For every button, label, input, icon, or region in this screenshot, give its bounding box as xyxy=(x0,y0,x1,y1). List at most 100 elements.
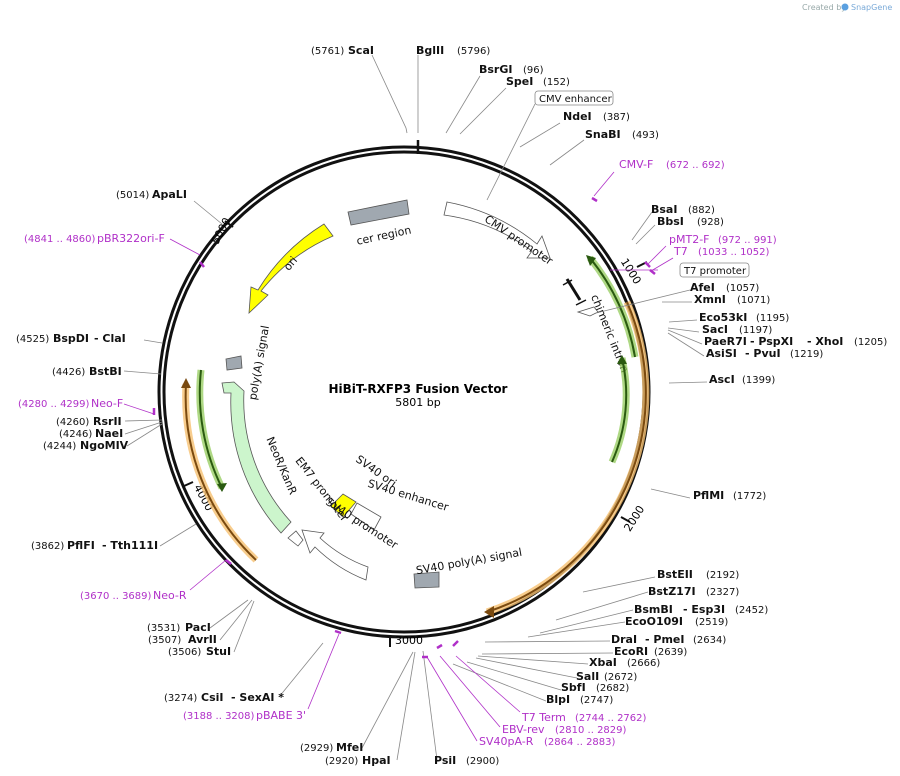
sv40-polya-feature[interactable] xyxy=(413,571,440,589)
xmnI-name[interactable]: XmnI xyxy=(694,293,726,306)
cds-orange-right[interactable] xyxy=(486,301,647,613)
tth111I-name[interactable]: - Tth111I xyxy=(102,539,158,552)
bsaI-name[interactable]: BsaI xyxy=(651,203,677,216)
bsmBI-name[interactable]: BsmBI xyxy=(634,603,673,616)
eco53kI-name[interactable]: Eco53kI xyxy=(699,311,747,324)
cds-orange-right-head xyxy=(484,606,494,618)
pvuI-name[interactable]: - PvuI xyxy=(745,347,781,360)
sbfI-pos: (2682) xyxy=(596,683,629,694)
polya-signal-feature[interactable] xyxy=(225,355,243,371)
afeI-name[interactable]: AfeI xyxy=(690,281,715,294)
pmt2f-primer-name[interactable]: pMT2-F xyxy=(669,233,710,246)
chimeric-intron-bar xyxy=(565,278,582,301)
cds-green-left[interactable] xyxy=(198,369,223,489)
ecoRI-pos: (2639) xyxy=(654,647,687,658)
pbr-primer-name[interactable]: pBR322ori-F xyxy=(97,232,165,245)
rsrII-pos: (4260) xyxy=(56,417,89,428)
ori-feature[interactable] xyxy=(248,223,334,315)
pacI-name[interactable]: PacI xyxy=(185,621,211,634)
psiI-name[interactable]: PsiI xyxy=(434,754,456,767)
sbfI-name[interactable]: SbfI xyxy=(561,681,586,694)
em7-promoter-feature[interactable] xyxy=(287,530,304,547)
t7-promoter-label: T7 promoter xyxy=(683,266,747,277)
polya-signal-label: poly(A) signal xyxy=(246,325,272,402)
cer-region-feature[interactable] xyxy=(347,199,410,226)
claI-name[interactable]: - ClaI xyxy=(94,332,126,345)
ecoO109I-name[interactable]: EcoO109I xyxy=(625,615,683,628)
hpaI-name[interactable]: HpaI xyxy=(362,754,391,767)
t7term-primer-name[interactable]: T7 Term xyxy=(521,711,566,724)
stuI-pos: (3506) xyxy=(168,647,201,658)
xbaI-pos: (2666) xyxy=(627,658,660,669)
pspXI-name[interactable]: - PspXI xyxy=(750,335,793,348)
xbaI-name[interactable]: XbaI xyxy=(589,656,617,669)
cds-orange-left-head xyxy=(181,378,191,388)
neo-kan-feature[interactable] xyxy=(221,381,292,534)
naeI-name[interactable]: NaeI xyxy=(95,427,123,440)
cmvF-primer-pos: (672 .. 692) xyxy=(666,160,725,171)
cmv-promoter-label: CMV promoter xyxy=(482,213,555,268)
watermark-text: Created by xyxy=(802,3,846,12)
pflMI-name[interactable]: PflMI xyxy=(693,489,724,502)
brand-text: SnapGene xyxy=(851,3,892,12)
snaBI-name[interactable]: SnaBI xyxy=(585,128,621,141)
bglII-name[interactable]: BglII xyxy=(416,44,444,57)
naeI-pos: (4246) xyxy=(59,429,92,440)
pbabe-primer-name[interactable]: pBABE 3' xyxy=(256,709,306,722)
xhoI-name[interactable]: - XhoI xyxy=(807,335,843,348)
scaI-name[interactable]: ScaI xyxy=(348,44,374,57)
cds-green-right2[interactable] xyxy=(611,357,628,463)
draI-name[interactable]: DraI xyxy=(611,633,637,646)
mfeI-name[interactable]: MfeI xyxy=(336,741,363,754)
bsaI-pos: (882) xyxy=(688,205,715,216)
sv40-enhancer-feature[interactable] xyxy=(350,502,382,531)
sv40-promoter-feature[interactable] xyxy=(301,529,369,581)
sexAI-name[interactable]: - SexAI * xyxy=(231,691,284,704)
esp3I-name[interactable]: - Esp3I xyxy=(683,603,725,616)
sacI-name[interactable]: SacI xyxy=(702,323,728,336)
primer-marks xyxy=(152,196,656,659)
cmvF-primer-name[interactable]: CMV-F xyxy=(619,158,653,171)
salI-name[interactable]: SalI xyxy=(576,670,599,683)
sacI-pos: (1197) xyxy=(739,325,772,336)
pmeI-name[interactable]: - PmeI xyxy=(645,633,684,646)
stuI-name[interactable]: StuI xyxy=(206,645,231,658)
ascI-name[interactable]: AscI xyxy=(709,373,735,386)
speI-name[interactable]: SpeI xyxy=(506,75,533,88)
bspDI-name[interactable]: BspDI xyxy=(53,332,89,345)
bstBI-name[interactable]: BstBI xyxy=(89,365,122,378)
t7-promoter-box[interactable] xyxy=(679,262,750,278)
ngoMIV-name[interactable]: NgoMIV xyxy=(80,439,129,452)
speI-pos: (152) xyxy=(543,77,570,88)
paeR7I-name[interactable]: PaeR7I xyxy=(704,335,747,348)
cds-green-right[interactable] xyxy=(589,257,636,358)
bstEII-name[interactable]: BstEII xyxy=(657,568,693,581)
avrII-name[interactable]: AvrII xyxy=(188,633,217,646)
neoF-primer-name[interactable]: Neo-F xyxy=(91,397,123,410)
bbsI-name[interactable]: BbsI xyxy=(657,215,684,228)
asiSI-name[interactable]: AsiSI xyxy=(706,347,737,360)
asiSI-pos: (1219) xyxy=(790,349,823,360)
pflFI-name[interactable]: PflFI xyxy=(67,539,95,552)
neoR-primer-name[interactable]: Neo-R xyxy=(153,589,187,602)
csiI-name[interactable]: CsiI xyxy=(201,691,223,704)
cds-orange-left[interactable] xyxy=(184,383,257,561)
ebvrev-primer-name[interactable]: EBV-rev xyxy=(502,723,545,736)
cmv-promoter-feature[interactable] xyxy=(443,201,551,259)
chimeric-intron-caps xyxy=(562,279,587,306)
sv40-ori-feature[interactable] xyxy=(330,493,357,518)
t7-primer-name[interactable]: T7 xyxy=(673,245,688,258)
ndeI-name[interactable]: NdeI xyxy=(563,110,592,123)
t7term-primer-pos: (2744 .. 2762) xyxy=(575,713,647,724)
cds-green-left-head xyxy=(217,483,227,492)
ecoRI-name[interactable]: EcoRI xyxy=(614,645,648,658)
bsrGI-name[interactable]: BsrGI xyxy=(479,63,512,76)
bstZ17I-name[interactable]: BstZ17I xyxy=(648,585,696,598)
eco53kI-pos: (1195) xyxy=(756,313,789,324)
sv40par-primer-name[interactable]: SV40pA-R xyxy=(479,735,534,748)
cmv-enhancer-box[interactable] xyxy=(534,90,614,106)
blpI-name[interactable]: BlpI xyxy=(546,693,570,706)
apaLI-name[interactable]: ApaLI xyxy=(152,188,187,201)
neoF-primer-pos: (4280 .. 4299) xyxy=(18,399,90,410)
rsrII-name[interactable]: RsrII xyxy=(93,415,122,428)
